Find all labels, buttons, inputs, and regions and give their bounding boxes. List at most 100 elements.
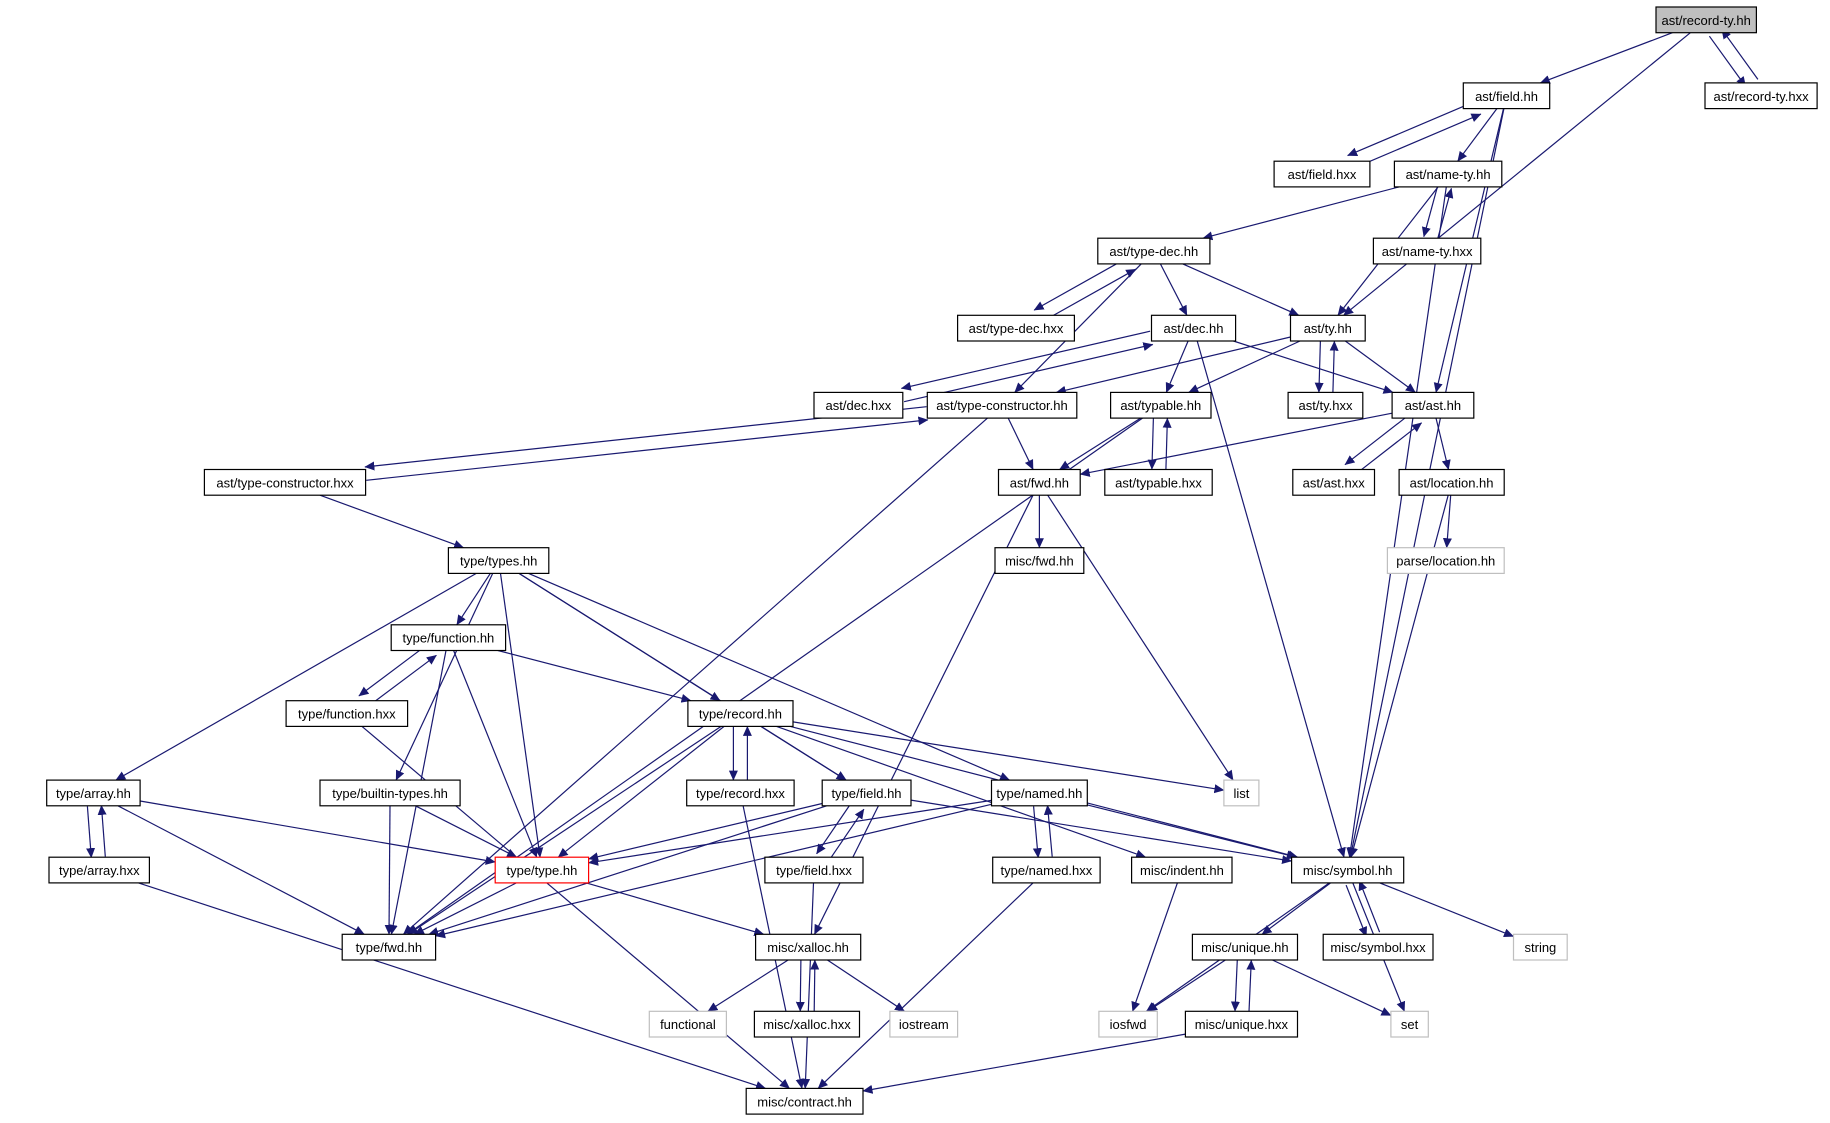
edge-line (1032, 806, 1042, 859)
node-misc-fwd-hh[interactable]: misc/fwd.hh (994, 547, 1085, 575)
edge-line (1442, 495, 1452, 549)
node-functional: functional (648, 1010, 727, 1038)
edge-record_ty_hxx-to-record_ty_hh (1721, 28, 1759, 80)
node-builtin-types-hh[interactable]: type/builtin-types.hh (319, 779, 461, 807)
edge-typable_hxx-to-typable_hh (1162, 417, 1172, 470)
node-label: ast/typable.hxx (1115, 475, 1202, 490)
edge-line (1202, 186, 1400, 241)
node-box (686, 779, 795, 807)
node-dec-hxx[interactable]: ast/dec.hxx (813, 391, 904, 419)
edge-line (707, 959, 789, 1012)
edge-ast_fwd_hh-to-list (1047, 494, 1234, 781)
node-xalloc-hh[interactable]: misc/xalloc.hh (754, 933, 862, 961)
edge-line (760, 725, 847, 781)
edge-ty_hh-to-typable_hh (1188, 340, 1301, 393)
node-dec-hh[interactable]: ast/dec.hh (1150, 314, 1237, 342)
node-unique-hh[interactable]: misc/unique.hh (1191, 933, 1299, 961)
node-typable-hxx[interactable]: ast/typable.hxx (1104, 468, 1213, 496)
node-label: misc/fwd.hh (1005, 554, 1074, 569)
node-label: ast/record-ty.hh (1662, 13, 1751, 28)
node-ast-hh[interactable]: ast/ast.hh (1391, 391, 1475, 419)
node-contract-hh[interactable]: misc/contract.hh (745, 1087, 864, 1115)
node-tfield-hxx[interactable]: type/field.hxx (764, 856, 864, 884)
node-types-hh[interactable]: type/types.hh (447, 547, 550, 575)
edge-line (97, 804, 107, 857)
node-tfield-hh[interactable]: type/field.hh (821, 779, 912, 807)
edge-type_ctor_hxx-to-types_hh (319, 494, 465, 549)
edge-dec_hh-to-typable_hh (1165, 340, 1189, 393)
node-label: ast/type-dec.hxx (969, 321, 1064, 336)
node-type-ctor-hxx[interactable]: ast/type-constructor.hxx (203, 468, 367, 496)
node-ty-hh[interactable]: ast/ty.hh (1289, 314, 1366, 342)
node-type-hh[interactable]: type/type.hh (494, 856, 590, 884)
node-named-hh[interactable]: type/named.hh (990, 779, 1088, 807)
node-label: ast/ty.hh (1304, 321, 1352, 336)
edge-ast_hxx-to-ast_hh (1355, 422, 1422, 475)
node-record-ty-hxx[interactable]: ast/record-ty.hxx (1704, 82, 1818, 110)
node-function-hh[interactable]: type/function.hh (390, 624, 507, 652)
node-label: ast/ty.hxx (1299, 398, 1353, 413)
edge-line (1196, 340, 1346, 858)
node-named-hxx[interactable]: type/named.hxx (992, 856, 1101, 884)
node-box (1372, 237, 1482, 265)
edge-line (403, 417, 988, 935)
node-box (1184, 1010, 1299, 1038)
node-record-hh[interactable]: type/record.hh (687, 700, 794, 728)
node-box (1390, 1010, 1429, 1038)
node-box (1289, 314, 1366, 342)
edge-type_dec_hh-to-dec_hh (1159, 263, 1188, 316)
edge-tfield_hh-to-tfield_hxx (816, 802, 853, 855)
node-array-hh[interactable]: type/array.hh (46, 779, 141, 807)
node-label: type/array.hh (56, 786, 131, 801)
node-box (46, 779, 141, 807)
node-box (687, 700, 794, 728)
edge-line (366, 416, 929, 481)
node-name-ty-hh[interactable]: ast/name-ty.hh (1393, 160, 1503, 188)
node-label: ast/name-ty.hxx (1382, 244, 1473, 259)
node-symbol-hxx[interactable]: misc/symbol.hxx (1322, 933, 1434, 961)
node-typable-hh[interactable]: ast/typable.hh (1109, 391, 1212, 419)
edge-line (497, 649, 692, 703)
edge-line (1043, 268, 1137, 322)
edge-array_hh-to-type_hh (139, 800, 496, 865)
node-location-hh[interactable]: ast/location.hh (1398, 468, 1505, 496)
node-type-ctor-hh[interactable]: ast/type-constructor.hh (926, 391, 1078, 419)
node-type-dec-hxx[interactable]: ast/type-dec.hxx (956, 314, 1075, 342)
edge-xalloc_hxx-to-xalloc_hh (810, 959, 820, 1012)
node-label: parse/location.hh (1396, 554, 1495, 569)
node-name-ty-hxx[interactable]: ast/name-ty.hxx (1372, 237, 1482, 265)
node-field-hh[interactable]: ast/field.hh (1462, 82, 1551, 110)
node-indent-hh[interactable]: misc/indent.hh (1130, 856, 1233, 884)
node-type-dec-hh[interactable]: ast/type-dec.hh (1097, 237, 1211, 265)
node-box (494, 856, 590, 884)
node-xalloc-hxx[interactable]: misc/xalloc.hxx (753, 1010, 861, 1038)
node-array-hxx[interactable]: type/array.hxx (48, 856, 151, 884)
edge-line (1457, 108, 1498, 162)
node-type-fwd-hh[interactable]: type/fwd.hh (341, 933, 437, 961)
node-box (1273, 160, 1371, 188)
node-function-hxx[interactable]: type/function.hxx (285, 700, 409, 728)
edge-line (795, 959, 805, 1012)
node-record-hxx[interactable]: type/record.hxx (686, 779, 795, 807)
node-ty-hxx[interactable]: ast/ty.hxx (1287, 391, 1364, 419)
edge-array_hh-to-array_hxx (86, 806, 96, 859)
node-box (1386, 547, 1505, 575)
edge-tfield_hxx-to-contract_hh (801, 882, 815, 1089)
edge-unique_hxx-to-contract_hh (862, 1033, 1186, 1094)
node-box (956, 314, 1075, 342)
edge-record_hh-to-list (792, 721, 1225, 794)
node-ast-fwd-hh[interactable]: ast/fwd.hh (997, 468, 1081, 496)
node-label: type/field.hh (831, 786, 901, 801)
node-symbol-hh[interactable]: misc/symbol.hh (1290, 856, 1405, 884)
edge-function_hh-to-function_hxx (358, 645, 427, 697)
node-field-hxx[interactable]: ast/field.hxx (1273, 160, 1371, 188)
node-box (341, 933, 437, 961)
node-ast-hxx[interactable]: ast/ast.hxx (1292, 468, 1376, 496)
edge-line (1162, 417, 1172, 470)
edge-location_hh-to-parse_location_hh (1442, 495, 1452, 549)
edge-xalloc_hh-to-iostream (827, 959, 905, 1012)
edge-type_dec_hh-to-type_dec_hxx (1033, 258, 1126, 311)
node-unique-hxx[interactable]: misc/unique.hxx (1184, 1010, 1299, 1038)
edge-line (900, 330, 1151, 391)
edge-name_ty_hh-to-name_ty_hxx (1421, 185, 1439, 238)
